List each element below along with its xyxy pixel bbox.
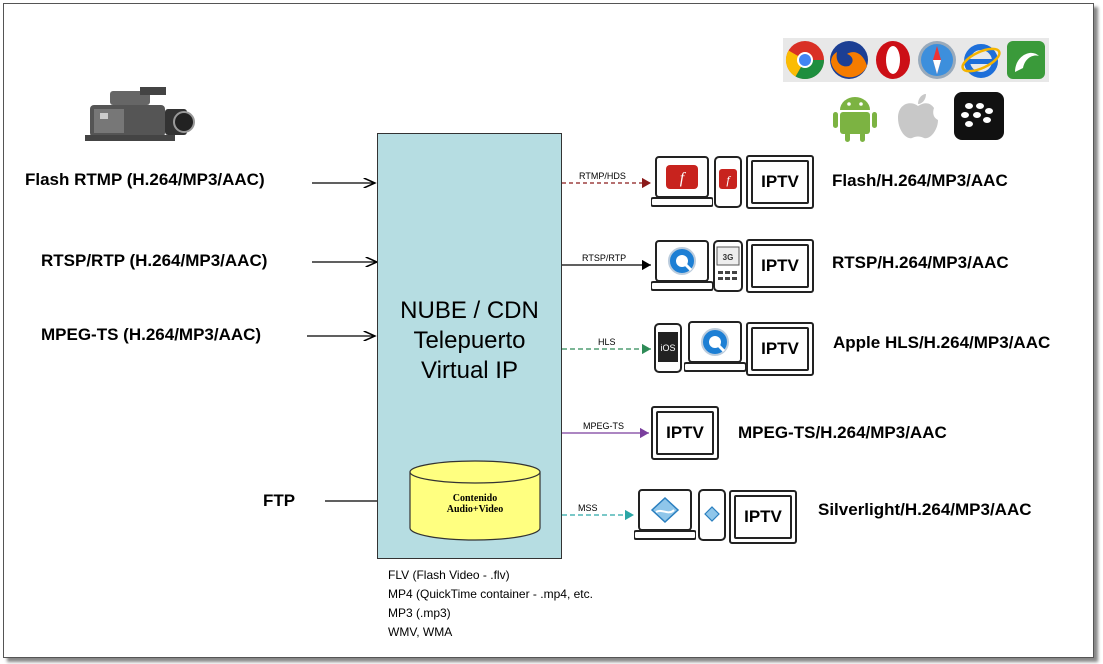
protocol-label-rtmp: RTMP/HDS	[579, 171, 626, 181]
chrome-icon	[785, 41, 825, 80]
cloud-title-line1: NUBE / CDN	[400, 297, 539, 324]
cloud-title: NUBE / CDN Telepuerto Virtual IP	[378, 296, 561, 386]
laptop-silverlight-icon	[634, 489, 696, 540]
iptv-label: IPTV	[751, 327, 809, 371]
protocol-label-mss: MSS	[578, 503, 598, 513]
format-item: WMV, WMA	[388, 625, 453, 639]
iptv-screen-mss: IPTV	[729, 490, 797, 544]
input-label-rtmp: Flash RTMP (H.264/MP3/AAC)	[25, 170, 265, 189]
output-label-mpegts: MPEG-TS/H.264/MP3/AAC	[738, 423, 947, 442]
output-label-silverlight: Silverlight/H.264/MP3/AAC	[818, 500, 1032, 519]
svg-text:f: f	[726, 173, 731, 187]
input-label-mpegts: MPEG-TS (H.264/MP3/AAC)	[41, 325, 262, 344]
browser-icons	[783, 38, 1049, 82]
svg-text:f: f	[680, 170, 687, 187]
output-label-flash: Flash/H.264/MP3/AAC	[832, 171, 1008, 190]
iptv-screen-mpegts: IPTV	[651, 406, 719, 460]
cloud-title-line3: Virtual IP	[421, 357, 518, 384]
iptv-screen-hls: IPTV	[746, 322, 814, 376]
firefox-icon	[830, 41, 868, 79]
laptop-quicktime-hls-icon	[684, 321, 746, 372]
phone-screen-label: 3G	[723, 253, 734, 262]
opera-icon	[876, 41, 910, 79]
input-label-rtsp: RTSP/RTP (H.264/MP3/AAC)	[41, 251, 268, 270]
iptv-screen-rtsp: IPTV	[746, 239, 814, 293]
cloud-title-line2: Telepuerto	[413, 327, 526, 354]
internet-explorer-icon	[961, 44, 1001, 78]
ios-screen-label: iOS	[660, 343, 675, 353]
platform-icons	[833, 92, 1004, 142]
dolphin-icon	[1007, 41, 1045, 79]
protocol-label-mpegts: MPEG-TS	[583, 421, 625, 431]
phone-3gp-icon: 3G	[713, 240, 743, 292]
safari-icon	[918, 41, 956, 79]
format-item: MP4 (QuickTime container - .mp4, etc.	[388, 587, 593, 601]
output-label-hls: Apple HLS/H.264/MP3/AAC	[833, 333, 1051, 352]
video-camera-icon	[85, 87, 195, 141]
format-item: MP3 (.mp3)	[388, 606, 451, 620]
content-database-icon	[409, 460, 541, 541]
phone-silverlight-icon	[698, 489, 726, 541]
database-label-line2: Audio+Video	[446, 504, 504, 515]
blackberry-icon	[954, 92, 1004, 140]
protocol-label-hls: HLS	[598, 337, 616, 347]
input-label-ftp: FTP	[263, 491, 296, 510]
laptop-quicktime-icon	[651, 240, 713, 291]
database-label: Contenido Audio+Video	[408, 493, 542, 515]
output-label-rtsp: RTSP/H.264/MP3/AAC	[832, 253, 1009, 272]
protocol-label-rtsp: RTSP/RTP	[582, 253, 627, 263]
phone-ios-icon: iOS	[654, 323, 682, 373]
android-icon	[833, 97, 877, 142]
formats-list: FLV (Flash Video - .flv) MP4 (QuickTime …	[388, 566, 593, 642]
phone-flash-icon: f	[714, 156, 742, 208]
iptv-label: IPTV	[751, 160, 809, 204]
iptv-screen-flash: IPTV	[746, 155, 814, 209]
iptv-label: IPTV	[751, 244, 809, 288]
laptop-flash-icon: f	[651, 156, 713, 207]
format-item: FLV (Flash Video - .flv)	[388, 568, 510, 582]
database-label-line1: Contenido	[452, 493, 498, 504]
iptv-label: IPTV	[656, 411, 714, 455]
iptv-label: IPTV	[734, 495, 792, 539]
apple-icon	[898, 94, 938, 139]
